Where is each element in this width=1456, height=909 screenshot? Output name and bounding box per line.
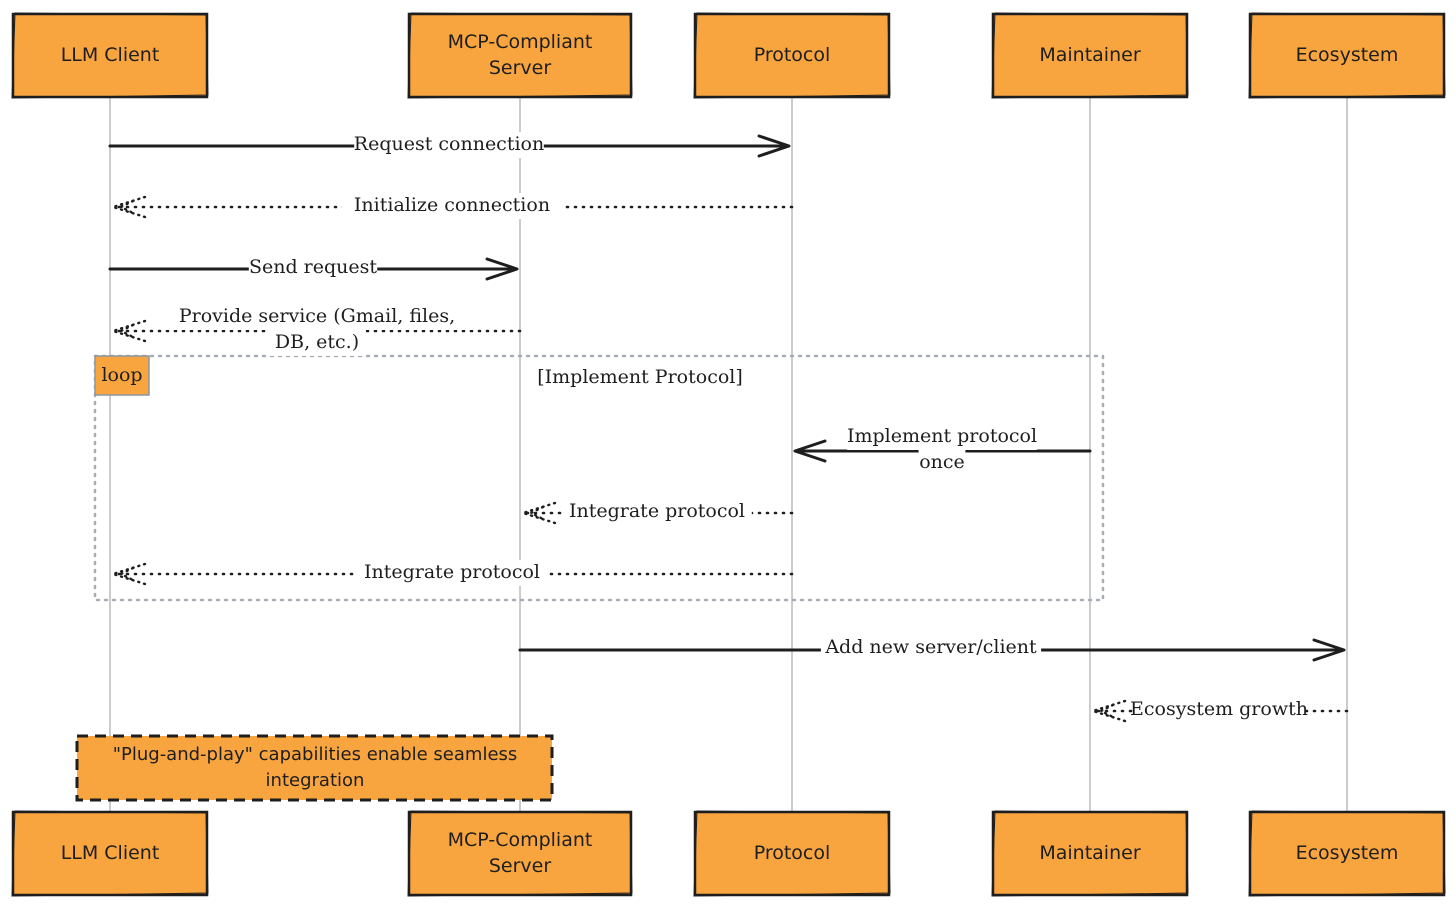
actor-box-edge (407, 810, 633, 897)
message-3: Send request (108, 255, 519, 281)
message-6: Integrate protocol (518, 499, 794, 525)
message-2: Initialize connection (108, 193, 794, 219)
message-label: Request connection (354, 133, 544, 155)
message-label: Integrate protocol (364, 561, 540, 583)
message-label-bg (357, 560, 547, 586)
arrowhead-dotted (1088, 699, 1127, 723)
actor-box (693, 12, 891, 99)
message-9: Ecosystem growth (1088, 697, 1349, 723)
actor-bottom-llm: LLM Client (11, 810, 209, 897)
actor-box-edge (1248, 12, 1446, 99)
actor-box (407, 12, 633, 99)
message-label: Initialize connection (354, 194, 550, 216)
message-label-bg (268, 330, 366, 356)
loop-tag-label: loop (101, 364, 142, 386)
note-box (75, 734, 554, 802)
message-label: Ecosystem growth (1130, 698, 1308, 720)
message-label-bg (562, 499, 752, 525)
message-label-bg (1134, 697, 1304, 723)
arrowhead-dotted (108, 195, 147, 219)
actor-box (991, 810, 1189, 897)
actor-box-edge (693, 12, 891, 99)
actor-box (11, 12, 209, 99)
actor-label: Ecosystem (1296, 44, 1399, 66)
message-label-bg (918, 450, 966, 476)
actor-label: Maintainer (1039, 842, 1140, 864)
message-label: Add new server/client (824, 636, 1037, 658)
message-label: Send request (249, 256, 377, 278)
message-label: Implement protocol (847, 425, 1037, 447)
actor-top-protocol: Protocol (693, 12, 891, 99)
message-label-bg (847, 424, 1037, 450)
message-label-bg (161, 304, 473, 330)
message-label: once (919, 451, 965, 473)
message-label: DB, etc.) (275, 331, 359, 353)
loop-frame: loop [Implement Protocol] (93, 354, 1105, 602)
actor-label: Ecosystem (1296, 842, 1399, 864)
actor-box-edge (11, 12, 209, 99)
actor-box-edge (693, 810, 891, 897)
arrowhead-dotted (108, 562, 147, 586)
message-label-bg (354, 132, 544, 158)
loop-condition: [Implement Protocol] (537, 366, 743, 388)
loop-border (93, 354, 1105, 602)
message-1: Request connection (108, 132, 791, 158)
actor-label: Protocol (754, 44, 831, 66)
actor-box-edge (1248, 810, 1446, 897)
message-7: Integrate protocol (108, 560, 794, 586)
message-5: Implement protocol once (793, 424, 1092, 476)
arrowhead-open (485, 257, 519, 281)
actor-label: MCP-Compliant (448, 829, 593, 851)
actor-bottom-maintainer: Maintainer (991, 810, 1189, 897)
actor-box-edge (991, 810, 1189, 897)
actor-label: Maintainer (1039, 44, 1140, 66)
note-text: "Plug-and-play" capabilities enable seam… (113, 744, 518, 765)
actor-label: Server (489, 855, 551, 877)
actor-bottom-ecosystem: Ecosystem (1248, 810, 1446, 897)
actor-label: Protocol (754, 842, 831, 864)
actor-label: MCP-Compliant (448, 31, 593, 53)
arrowhead-dotted (108, 319, 147, 343)
note: "Plug-and-play" capabilities enable seam… (75, 734, 554, 802)
actor-box-edge (11, 810, 209, 897)
loop-tag (94, 355, 150, 396)
note-text: integration (266, 770, 365, 791)
actor-bottom-protocol: Protocol (693, 810, 891, 897)
message-8: Add new server/client (518, 635, 1346, 662)
actor-box-edge (991, 12, 1189, 99)
arrowhead-dotted (518, 501, 557, 525)
actor-box (407, 810, 633, 897)
message-label: Provide service (Gmail, files, (179, 305, 455, 327)
actor-top-llm: LLM Client (11, 12, 209, 99)
message-4: Provide service (Gmail, files, DB, etc.) (108, 304, 522, 356)
message-label: Integrate protocol (569, 500, 745, 522)
message-label-bg (820, 635, 1042, 661)
actor-label: Server (489, 57, 551, 79)
actor-box-edge (407, 12, 633, 99)
actor-top-maintainer: Maintainer (991, 12, 1189, 99)
message-label-bg (248, 255, 378, 281)
actor-label: LLM Client (61, 842, 160, 864)
actor-box (1248, 12, 1446, 99)
message-label-bg (341, 193, 563, 219)
arrowhead-open (757, 134, 791, 158)
actor-top-ecosystem: Ecosystem (1248, 12, 1446, 99)
arrowhead-open (1312, 638, 1346, 662)
arrowhead-open (793, 439, 827, 463)
actor-label: LLM Client (61, 44, 160, 66)
